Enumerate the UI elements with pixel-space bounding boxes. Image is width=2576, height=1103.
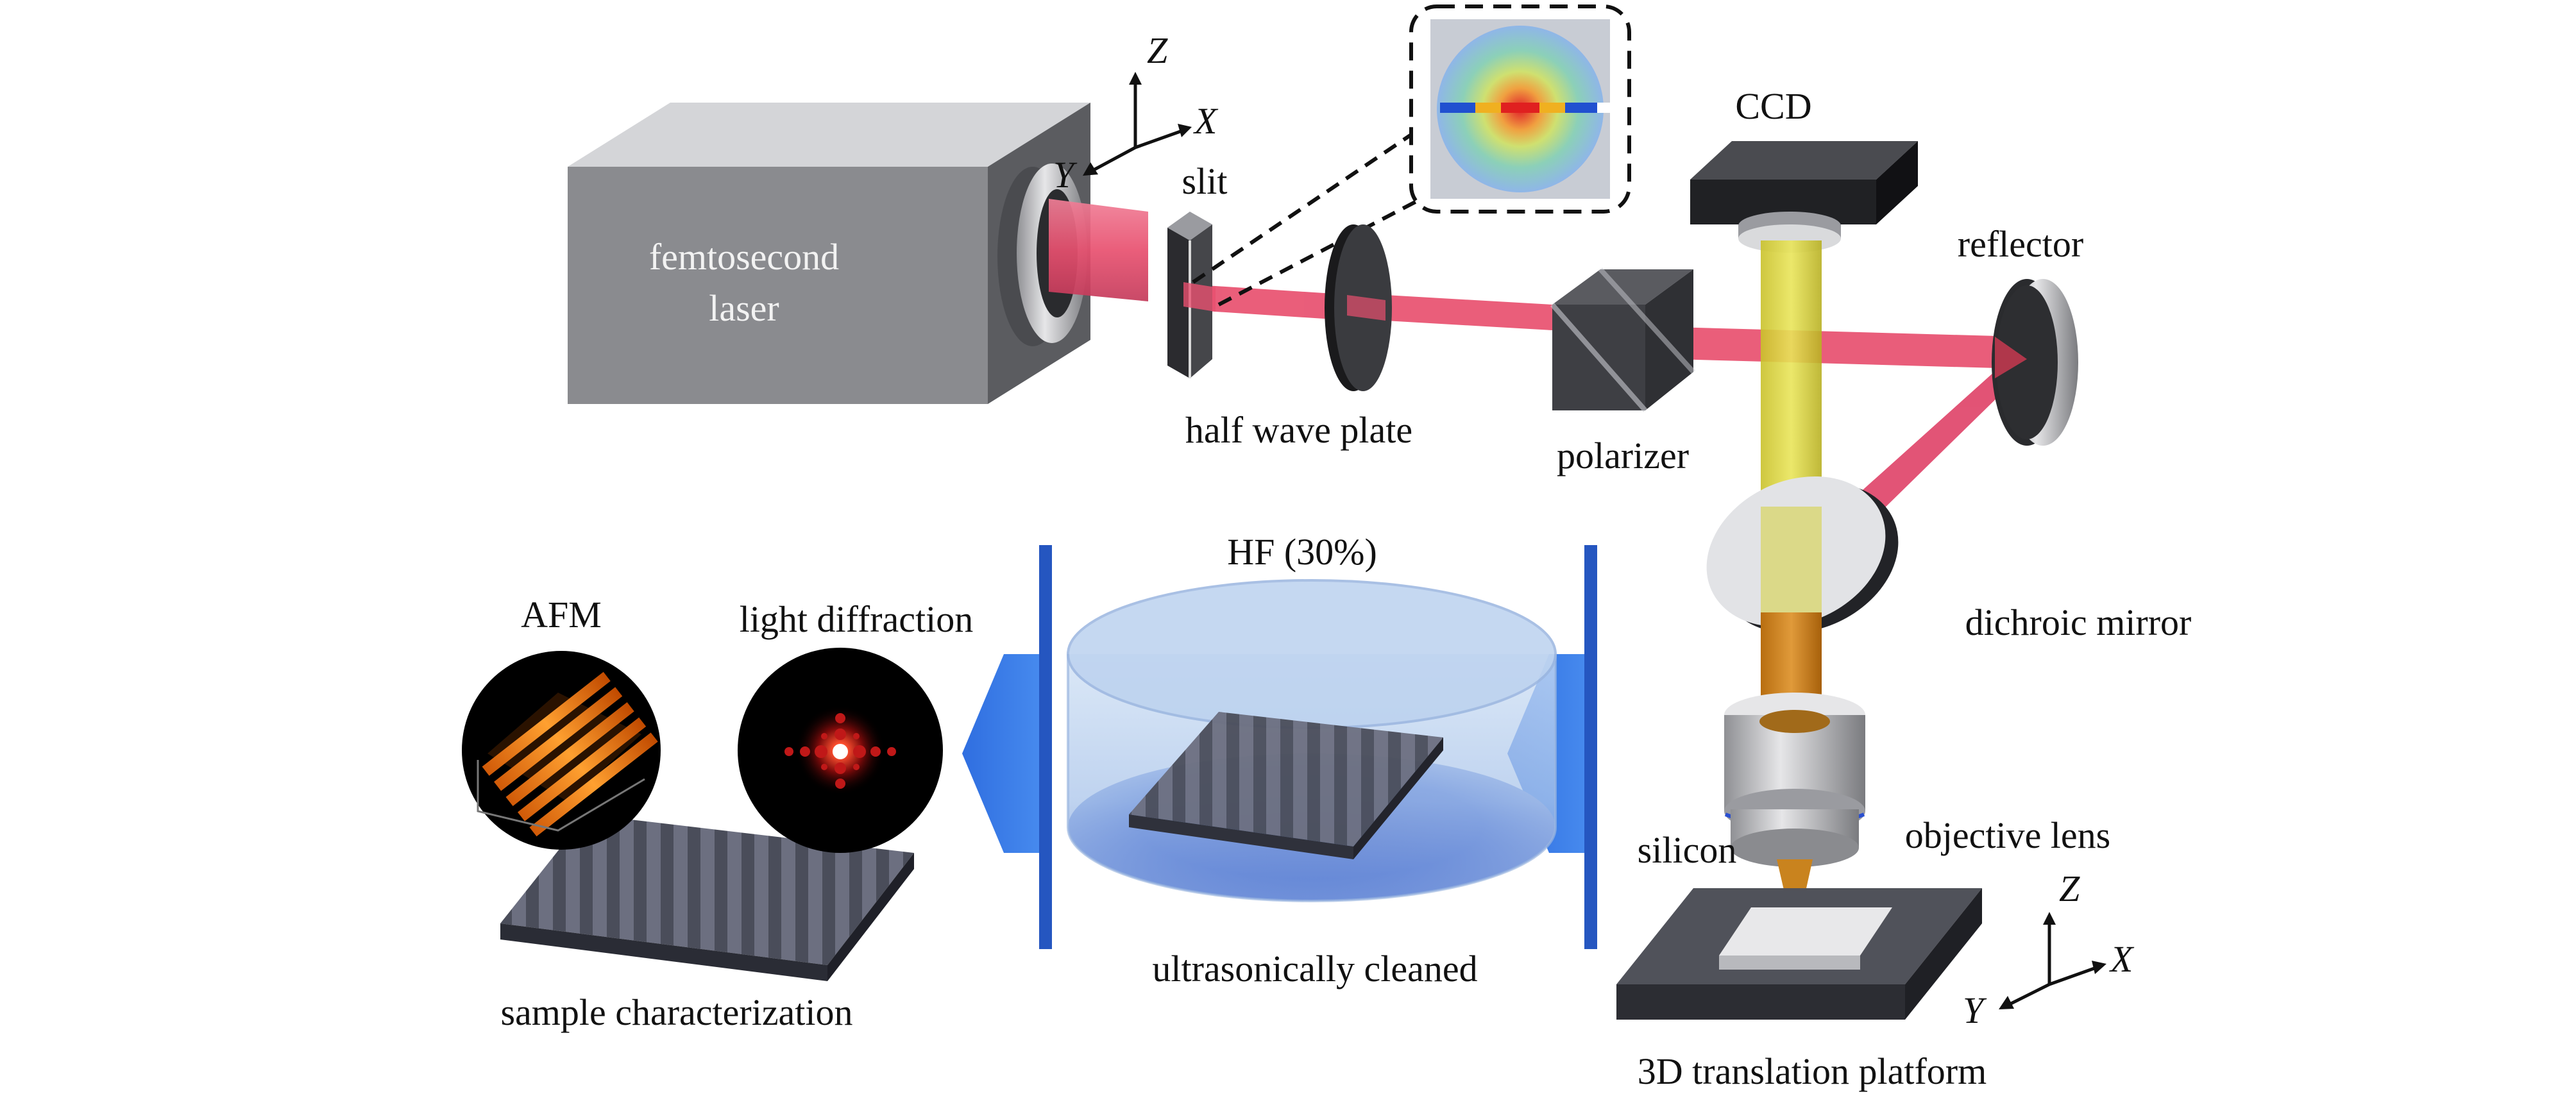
- beam-profile-inset: [1192, 4, 1631, 307]
- half-wave-plate: [1325, 224, 1392, 391]
- beam-segment-laser-slit: [1049, 199, 1148, 301]
- sample-grating: [500, 814, 914, 981]
- sample-characterization-label: sample characterization: [500, 991, 852, 1033]
- slit: [1167, 212, 1216, 378]
- laser-label-line1: femtosecond: [649, 236, 839, 278]
- axis-top-x-line: [1135, 130, 1181, 149]
- axis-bottom-x-label: X: [2109, 938, 2135, 980]
- silicon-wafer: [1719, 907, 1892, 970]
- afm-label: AFM: [521, 594, 602, 636]
- polarizer-label: polarizer: [1557, 435, 1689, 476]
- dichroic-mirror-label: dichroic mirror: [1965, 602, 2192, 643]
- light-diffraction-label: light diffraction: [740, 598, 974, 640]
- objective-lens-label: objective lens: [1905, 814, 2111, 856]
- diffraction-image: [738, 648, 943, 853]
- axis-top-x-head: [1178, 124, 1192, 137]
- dichroic-mirror: [1706, 476, 1899, 634]
- axis-top-y-label: Y: [1053, 154, 1078, 196]
- laser-beam: [1049, 199, 2037, 513]
- process-arrow-left: [962, 545, 1052, 949]
- beam-segment-polarizer-reflector: [1674, 327, 2021, 369]
- ccd-label: CCD: [1735, 85, 1811, 127]
- hf-label: HF (30%): [1227, 531, 1377, 573]
- cleaned-label: ultrasonically cleaned: [1152, 948, 1477, 989]
- axis-bottom-x-head: [2092, 961, 2106, 974]
- axis-bottom-y-line: [2010, 982, 2051, 1006]
- laser-front-face: [568, 167, 988, 404]
- axis-top-y-head: [1083, 162, 1098, 176]
- axes-bottom: [1999, 912, 2106, 1009]
- polarizer: [1550, 267, 1695, 412]
- axes-top: [1083, 72, 1192, 176]
- laser-top-face: [568, 103, 1090, 167]
- half-wave-plate-label: half wave plate: [1185, 409, 1412, 451]
- reflector-label: reflector: [1958, 223, 2083, 265]
- axis-bottom-y-head: [1999, 996, 2014, 1009]
- hf-bath-surface: [1067, 579, 1557, 729]
- beam-segment-plate-polarizer: [1385, 295, 1552, 330]
- reflector: [1992, 279, 2078, 446]
- afm-image: [462, 651, 661, 850]
- platform-label: 3D translation platform: [1638, 1050, 1987, 1092]
- axis-bottom-y-label: Y: [1963, 989, 1987, 1031]
- axis-top-x-label: X: [1193, 100, 1219, 142]
- ccd-camera: [1690, 141, 1918, 253]
- axis-bottom-z-head: [2043, 912, 2056, 925]
- axis-top-z-label: Z: [1147, 29, 1168, 71]
- axis-bottom-z-label: Z: [2059, 868, 2080, 909]
- laser-label-line2: laser: [709, 287, 779, 329]
- axis-bottom-x-line: [2049, 966, 2095, 986]
- grating-in-bath: [1129, 712, 1443, 859]
- hf-bath: [1067, 579, 1557, 902]
- beam-segment-reflector-dichroic: [1844, 359, 2037, 513]
- objective-lens: [1724, 693, 1865, 867]
- axis-top-y-line: [1092, 146, 1137, 172]
- femtosecond-laser: femtosecond laser: [568, 103, 1090, 404]
- slit-label: slit: [1182, 160, 1228, 202]
- silicon-label: silicon: [1638, 829, 1737, 871]
- axis-top-z-head: [1129, 72, 1142, 85]
